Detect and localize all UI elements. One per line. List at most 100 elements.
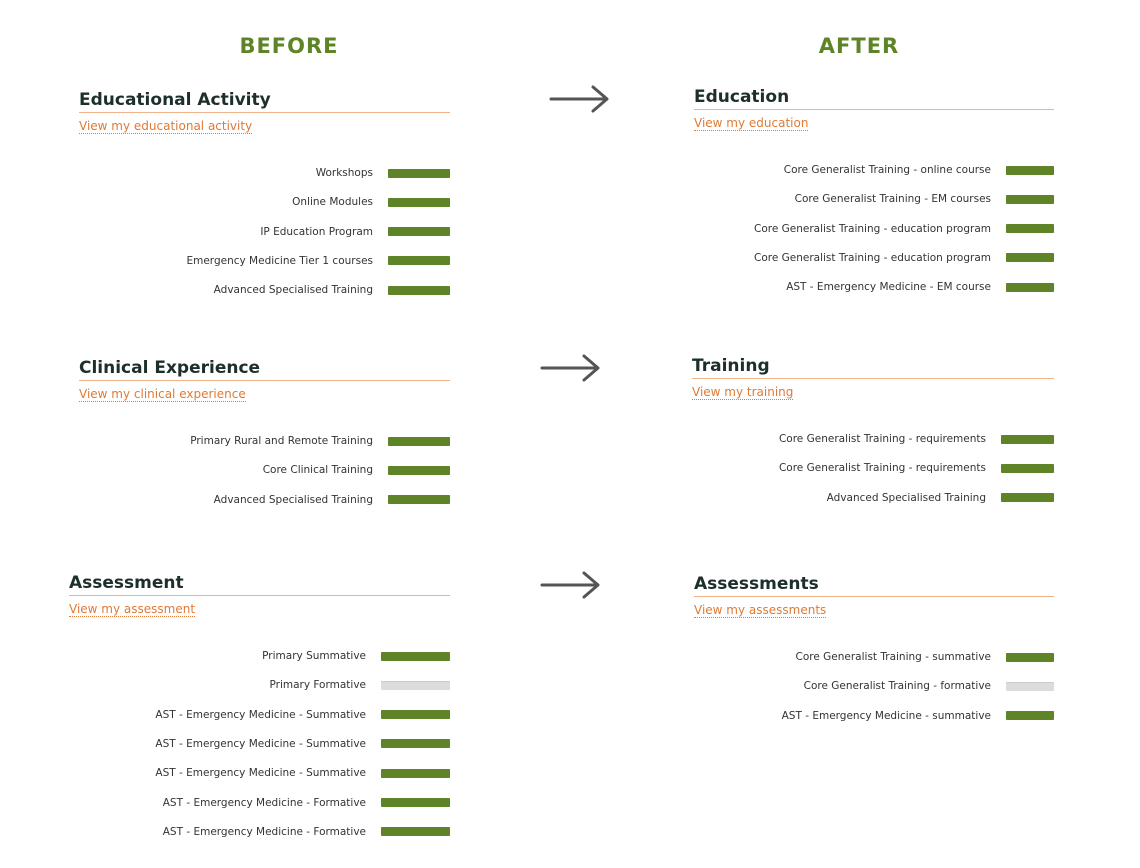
progress-bar <box>388 436 450 446</box>
progress-bar <box>388 168 450 178</box>
progress-bar <box>381 768 450 778</box>
view-link[interactable]: View my assessments <box>694 603 827 618</box>
list-item: AST - Emergency Medicine - Summative <box>155 709 450 721</box>
section-title: Assessment <box>69 573 450 596</box>
progress-bar <box>388 465 450 475</box>
progress-bar-fill <box>381 798 450 807</box>
section-title: Education <box>694 87 1054 110</box>
progress-bar <box>388 256 450 266</box>
progress-bar-fill <box>1006 711 1054 721</box>
list-item: Online Modules <box>292 196 450 209</box>
list-item: AST - Emergency Medicine - Summative <box>155 737 450 750</box>
list-item: AST - Emergency Medicine - summative <box>781 709 1054 722</box>
item-label: Workshops <box>315 167 373 179</box>
list-item: AST - Emergency Medicine - EM course <box>786 281 1054 294</box>
item-label: Core Generalist Training - EM courses <box>794 193 991 206</box>
item-label: Core Generalist Training - requirements <box>778 433 986 445</box>
after-heading: AFTER <box>818 34 900 58</box>
list-item: Advanced Specialised Training <box>214 284 450 296</box>
progress-bar <box>388 197 450 207</box>
list-item: Core Generalist Training - formative <box>803 680 1054 693</box>
list-item: Core Generalist Training - summative <box>795 651 1054 663</box>
arrow-right-icon <box>540 354 600 382</box>
progress-bar-fill <box>1006 253 1054 263</box>
progress-bar <box>1006 253 1054 263</box>
progress-bar-fill <box>388 436 450 446</box>
section-title: Training <box>692 356 1054 379</box>
item-label: Core Clinical Training <box>262 464 373 477</box>
item-label: Core Generalist Training - formative <box>803 680 991 693</box>
progress-bar <box>1006 194 1054 204</box>
item-label: Advanced Specialised Training <box>213 493 373 506</box>
list-item: Emergency Medicine Tier 1 courses <box>186 254 450 267</box>
list-item: AST - Emergency Medicine - Formative <box>163 826 450 838</box>
progress-bar-fill <box>1006 652 1054 662</box>
progress-bar-fill <box>1001 493 1054 503</box>
item-label: AST - Emergency Medicine - Summative <box>155 767 366 780</box>
item-label: AST - Emergency Medicine - summative <box>781 709 991 722</box>
item-label: IP Education Program <box>260 225 373 238</box>
progress-bar-fill <box>381 768 450 778</box>
progress-bar-fill <box>388 227 450 237</box>
progress-bar-fill <box>1006 282 1054 292</box>
arrow-right-icon <box>540 571 600 599</box>
item-label: Core Generalist Training - requirements <box>778 462 986 475</box>
progress-bar-fill <box>381 827 450 837</box>
progress-bar-fill <box>388 256 450 266</box>
progress-bar-fill <box>381 739 450 749</box>
item-label: Online Modules <box>292 196 373 209</box>
progress-bar-fill <box>1006 224 1054 234</box>
progress-bar-fill <box>388 465 450 475</box>
progress-bar-fill <box>381 710 450 720</box>
progress-bar <box>1006 652 1054 662</box>
list-item: Core Generalist Training - EM courses <box>794 193 1054 206</box>
item-label: AST - Emergency Medicine - EM course <box>786 281 991 294</box>
progress-bar-fill <box>1006 194 1054 204</box>
list-item: Core Generalist Training - requirements <box>778 462 1054 475</box>
progress-bar <box>388 495 450 505</box>
item-label: AST - Emergency Medicine - Summative <box>155 737 366 750</box>
list-item: Core Generalist Training - education pro… <box>753 251 1054 264</box>
section-title: Assessments <box>694 574 1054 597</box>
item-label: Core Generalist Training - education pro… <box>753 251 991 264</box>
progress-bar <box>1001 493 1054 503</box>
list-item: Primary Formative <box>269 679 450 691</box>
list-item: Core Generalist Training - online course <box>784 164 1054 176</box>
list-item: Workshops <box>315 167 450 179</box>
view-link[interactable]: View my clinical experience <box>79 387 246 402</box>
list-item: Core Clinical Training <box>262 464 450 477</box>
list-item: Primary Rural and Remote Training <box>190 435 450 447</box>
progress-bar-fill <box>1001 463 1054 473</box>
item-label: Core Generalist Training - summative <box>795 651 991 663</box>
view-link[interactable]: View my assessment <box>69 602 196 617</box>
progress-bar <box>381 710 450 720</box>
view-link[interactable]: View my training <box>692 385 794 400</box>
progress-bar <box>1006 165 1054 175</box>
arrow-right-icon <box>549 85 609 113</box>
progress-bar-fill <box>388 197 450 207</box>
list-item: IP Education Program <box>260 225 450 238</box>
progress-bar <box>381 739 450 749</box>
progress-bar <box>381 798 450 807</box>
section-title: Clinical Experience <box>79 358 450 381</box>
progress-bar-fill <box>388 168 450 178</box>
item-label: AST - Emergency Medicine - Formative <box>162 796 366 809</box>
progress-bar <box>1001 463 1054 473</box>
before-heading: BEFORE <box>239 34 339 58</box>
progress-bar <box>388 285 450 295</box>
progress-bar-fill <box>388 495 450 505</box>
list-item: AST - Emergency Medicine - Summative <box>155 767 450 780</box>
progress-bar-fill <box>381 651 450 661</box>
item-label: Core Generalist Training - education pro… <box>753 222 991 235</box>
item-label: Emergency Medicine Tier 1 courses <box>186 254 373 267</box>
view-link[interactable]: View my educational activity <box>79 119 253 134</box>
progress-bar <box>1006 681 1054 691</box>
list-item: Primary Summative <box>262 650 450 662</box>
view-link[interactable]: View my education <box>694 116 809 131</box>
progress-bar <box>388 227 450 237</box>
